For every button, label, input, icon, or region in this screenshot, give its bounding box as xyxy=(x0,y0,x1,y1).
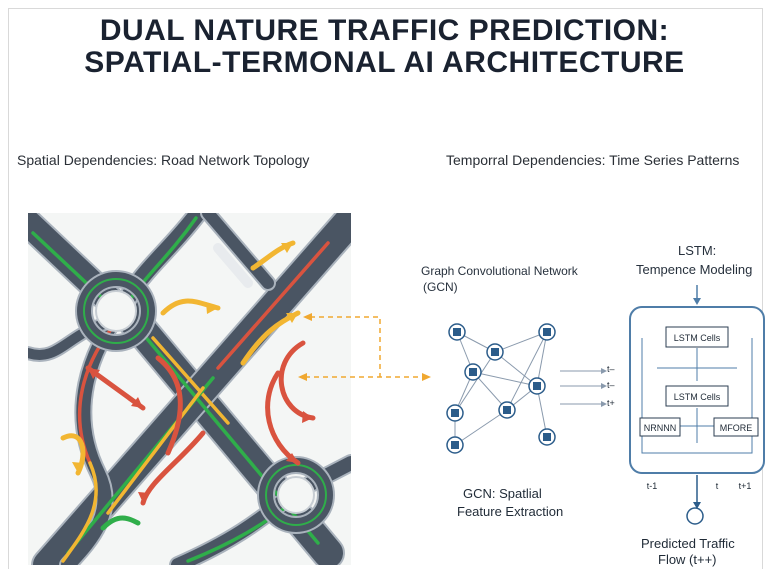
page-title-line2: SPATIAL-TERMONAL AI ARCHITECTURE xyxy=(84,46,685,79)
temporal-section-heading: Temporral Dependencies: Time Series Patt… xyxy=(446,152,740,168)
gcn-title-line2: (GCN) xyxy=(423,280,458,294)
tick-t-plus-1: t+1 xyxy=(739,481,752,491)
lstm-cell-top xyxy=(665,326,729,348)
spatial-section-heading: Spatial Dependencies: Road Network Topol… xyxy=(17,152,310,168)
output-label-line2: Flow (t++) xyxy=(658,552,717,567)
roundabout-top xyxy=(75,270,157,352)
lstm-title-line1: LSTM: xyxy=(678,243,717,258)
time-label-2: t– xyxy=(607,380,615,390)
lstm-cell-mid-label: LSTM Cells xyxy=(674,392,721,402)
mfore-box xyxy=(713,417,759,437)
spatial-to-gcn-connector xyxy=(298,313,431,381)
tick-t-minus-1: t-1 xyxy=(647,481,658,491)
output-label-line1: Predicted Traffic xyxy=(641,536,735,551)
bridge xyxy=(213,243,253,288)
time-label-3: t+ xyxy=(607,398,615,408)
road-network-map xyxy=(28,213,351,565)
lstm-title-line2: Tempence Modeling xyxy=(636,262,753,277)
mfore-label: MFORE xyxy=(720,423,753,433)
page-frame xyxy=(8,8,763,569)
lstm-cell-top-label: LSTM Cells xyxy=(674,333,721,343)
lstm-cell-mid xyxy=(665,385,729,407)
gcn-title-line1: Graph Convolutional Network xyxy=(421,264,578,278)
output-node xyxy=(686,507,704,525)
gcn-caption-line2: Feature Extraction xyxy=(457,504,564,519)
nrnnn-label: NRNNN xyxy=(644,423,677,433)
gcn-graph xyxy=(446,323,607,454)
roundabout-bottom xyxy=(257,456,335,534)
nrnnn-box xyxy=(639,417,681,437)
page-title-line1: DUAL NATURE TRAFFIC PREDICTION: xyxy=(99,14,670,47)
gcn-caption-line1: GCN: Spatlial xyxy=(463,486,542,501)
gcn-output-arrows xyxy=(560,370,603,405)
arrow-heads xyxy=(72,243,313,503)
lstm-module: LSTM Cells LSTM Cells NRNNN MFORE t-1 t … xyxy=(629,285,765,525)
time-label-1: t– xyxy=(607,364,615,374)
tick-t: t xyxy=(716,481,719,491)
